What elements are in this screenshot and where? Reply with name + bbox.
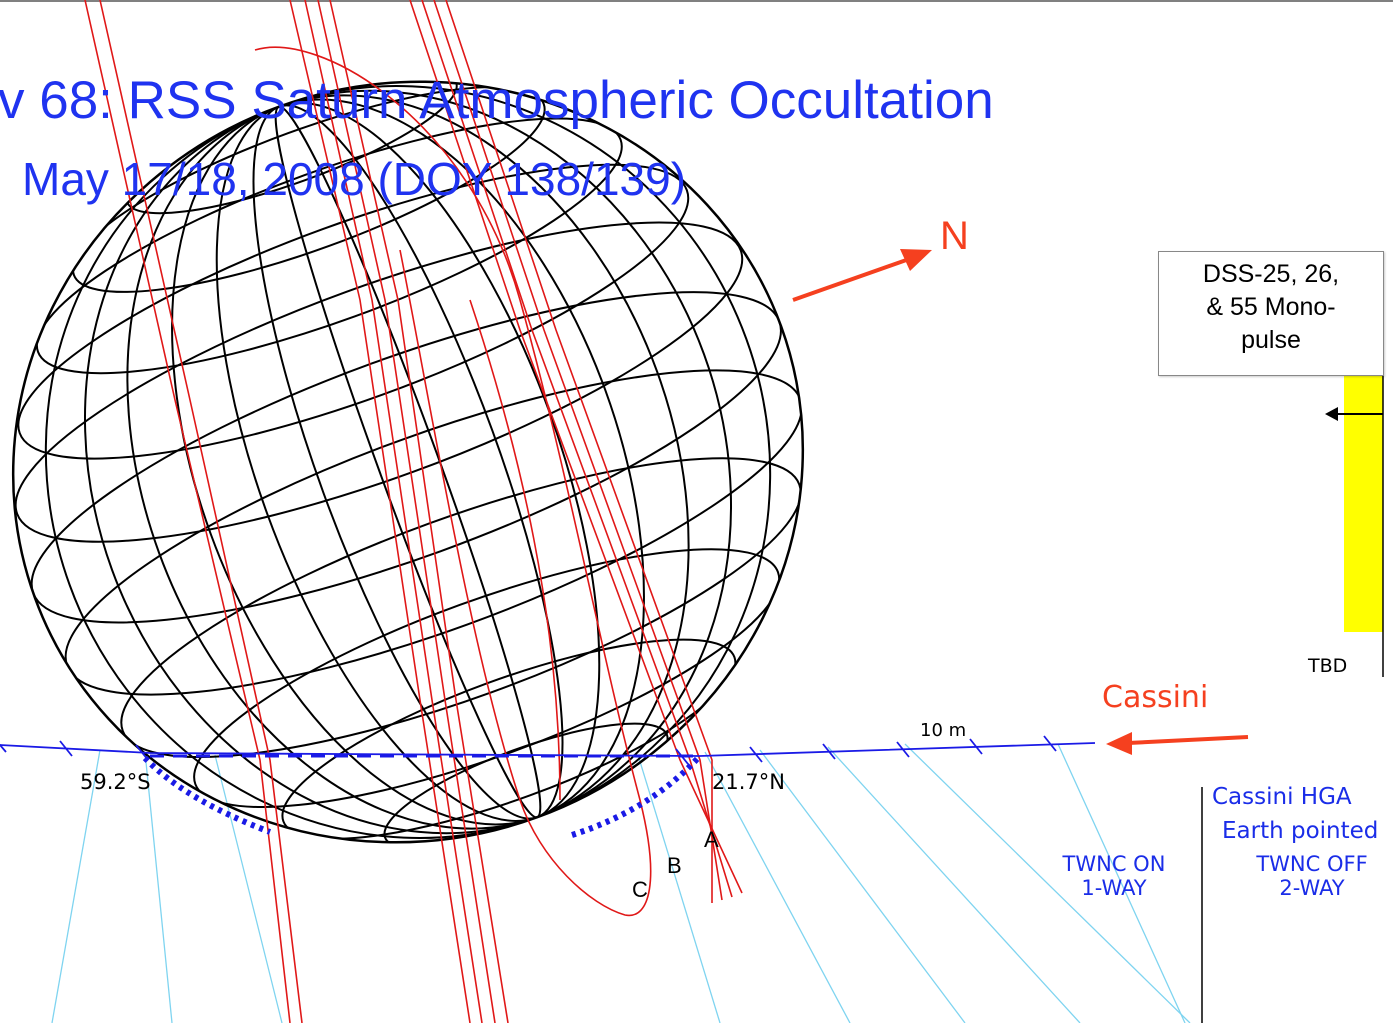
dotted-limb-arc-north [571, 755, 701, 838]
north-arrow [792, 249, 932, 302]
dss-stations-box: DSS-25, 26, & 55 Mono- pulse [1158, 251, 1384, 376]
time-tick [969, 738, 983, 755]
saturn-globe [11, 70, 805, 850]
time-tick [822, 743, 836, 760]
time-tick [675, 748, 689, 765]
twnc-off-line-2: 2-WAY [1279, 876, 1345, 900]
globe-latitude-line [17, 163, 690, 460]
latitude-north-label: 21.7°N [712, 770, 785, 794]
hga-label-line-2: Earth pointed [1222, 818, 1379, 844]
path-b-label: B [667, 853, 682, 878]
title-line-1: v 68: RSS Saturn Atmospheric Occultation [0, 71, 994, 130]
cassini-label: Cassini [1102, 680, 1209, 715]
time-tick [896, 741, 910, 758]
time-tick [749, 746, 763, 763]
hga-label-line-1: Cassini HGA [1212, 784, 1352, 810]
title-line-2: May 17/18, 2008 (DOY 138/139) [22, 153, 687, 205]
globe-meridian [274, 105, 542, 819]
tbd-label: TBD [1308, 655, 1348, 677]
time-tick [0, 743, 7, 753]
left-arrow-icon [1325, 407, 1383, 421]
globe-latitude-line [383, 722, 669, 850]
cassini-direction-arrow [1106, 732, 1249, 755]
twnc-on-line-1: TWNC ON [1062, 852, 1166, 876]
latitude-south-label: 59.2°S [80, 770, 151, 794]
cassini-trajectory [0, 735, 1096, 765]
time-marker-label: 10 m [920, 720, 967, 741]
ray-lines [51, 743, 1191, 1023]
twnc-on-label: TWNC ON 1-WAY [1040, 852, 1188, 900]
north-label: N [940, 214, 969, 258]
globe-latitude-line [193, 548, 781, 809]
path-a-label: A [704, 827, 719, 852]
time-tick [1043, 735, 1057, 752]
dss-line-1: DSS-25, 26, [1202, 260, 1340, 288]
path-c-label: C [632, 877, 648, 902]
dss-line-3: pulse [1241, 326, 1301, 354]
dotted-limb-arc-south [142, 755, 272, 835]
globe-limb [11, 80, 805, 844]
time-tick [135, 744, 149, 761]
twnc-off-line-1: TWNC OFF [1256, 852, 1368, 876]
globe-latitude-line [71, 86, 546, 293]
twnc-off-label: TWNC OFF 2-WAY [1237, 852, 1387, 900]
occultation-tracks [84, 0, 743, 1023]
globe-latitude-line [281, 638, 737, 840]
dss-tracking-bar [1344, 376, 1383, 632]
twnc-on-line-2: 1-WAY [1081, 876, 1147, 900]
globe-latitude-line [14, 221, 744, 543]
time-tick [59, 740, 73, 757]
dss-line-2: & 55 Mono- [1206, 293, 1336, 321]
globe-latitude-line [35, 117, 623, 375]
